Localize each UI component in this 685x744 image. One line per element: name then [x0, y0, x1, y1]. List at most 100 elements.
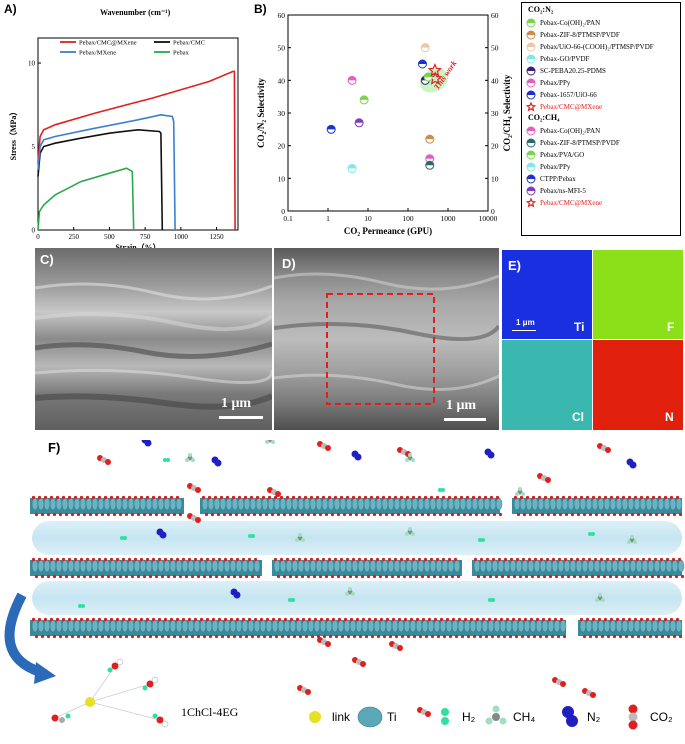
ch4-molecule	[265, 440, 275, 444]
x-tick-label: 0.1	[283, 214, 293, 223]
legend-item-label: SC-PEBA20.25-PDMS	[540, 67, 606, 75]
h2-molecule	[478, 538, 485, 542]
data-point	[425, 154, 435, 164]
eds-map-n: N	[593, 340, 683, 430]
panel-b-axes-frame	[287, 14, 489, 212]
sem-image-c: C) 1 μm	[35, 248, 272, 430]
co2-molecule	[187, 513, 201, 523]
legend-item-label: Pebax/CMC@MXene	[540, 103, 603, 111]
circle-marker-icon	[525, 18, 537, 28]
y-tick-label: 10	[278, 174, 286, 183]
h2-molecule	[288, 598, 295, 602]
ch4-molecule	[345, 587, 355, 596]
series-line-pebax-mxene	[37, 113, 176, 231]
co2-molecule	[537, 473, 551, 483]
co2-molecule	[582, 688, 596, 698]
n2-molecule	[230, 588, 241, 599]
data-point	[526, 90, 536, 100]
chcl-eg-complex	[51, 658, 169, 728]
n2-molecule	[211, 456, 222, 467]
legend-group1-title: CO₂:N₂	[528, 5, 554, 14]
y-tick-label: 40	[278, 76, 286, 85]
h2-molecule	[488, 598, 495, 602]
eds-label-cl: Cl	[572, 410, 584, 424]
co2-molecule	[297, 685, 311, 695]
legend-item: CTPP/Pebax	[525, 173, 677, 185]
y-tick-label: 10	[28, 60, 36, 68]
ch4-molecule	[405, 453, 415, 462]
h2-molecule	[248, 534, 255, 538]
co2-molecule	[317, 637, 331, 647]
link-icon	[309, 711, 321, 723]
complex-label: 1ChCl-4EG	[181, 705, 239, 719]
panel-label-b: B)	[254, 2, 267, 16]
co2-molecule	[397, 447, 411, 457]
x-tick-label: 500	[104, 233, 115, 241]
data-point	[425, 134, 435, 144]
series-line-pebax-cmc-mxene	[37, 70, 236, 231]
eds-map-cl: Cl	[502, 340, 592, 430]
y-tick-label-right: 40	[491, 76, 499, 85]
circle-marker-icon	[525, 66, 537, 76]
h2-molecule	[78, 604, 85, 608]
data-point	[526, 66, 536, 76]
x-tick-label: 100	[402, 214, 414, 223]
co2-molecule	[552, 677, 566, 687]
y-tick-label: 20	[278, 142, 286, 151]
y-tick-label: 5	[32, 143, 36, 151]
schematic-legend-label: H₂	[462, 710, 476, 724]
y-tick-label-right: 60	[491, 11, 499, 20]
mxene-layer-segment	[200, 495, 503, 517]
data-point	[526, 42, 536, 52]
transport-channel-top	[32, 521, 682, 555]
data-point	[423, 72, 433, 82]
h2-molecule	[163, 458, 170, 462]
data-point	[347, 164, 357, 174]
legend-item: Pebax-Co(OH)₂/PAN	[525, 125, 677, 137]
schematic-legend-label: CH₄	[513, 710, 536, 724]
h2-molecule	[120, 536, 127, 540]
scale-bar-c	[219, 416, 263, 419]
schematic-legend-item: H₂	[432, 704, 475, 730]
data-point	[526, 138, 536, 148]
scale-bar-e	[512, 330, 536, 331]
series-line-pebax-cmc	[37, 128, 164, 231]
circle-marker-icon	[525, 138, 537, 148]
circle-marker-icon	[525, 30, 537, 40]
h2-molecule	[588, 532, 595, 536]
mxene-layer-segment	[30, 557, 262, 579]
panel-label-e: E)	[508, 258, 521, 273]
circle-marker-icon	[525, 186, 537, 196]
schematic-legend-label: link	[332, 710, 351, 724]
data-point	[526, 186, 536, 196]
circle-marker-icon	[525, 162, 537, 172]
data-point-star	[526, 102, 536, 112]
legend-item: Pebax-ZIF-8/PTMSP/PVDF	[525, 137, 677, 149]
n-icon	[562, 706, 578, 727]
ch4-molecule	[515, 487, 525, 496]
mxene-layer-segment	[30, 617, 567, 639]
x-tick-label: 1	[326, 214, 330, 223]
y-tick-label-right: 0	[491, 207, 495, 216]
mxene-layer-segment	[578, 617, 683, 639]
mxene-layer-segment	[512, 495, 683, 517]
schematic-legend-label: N₂	[587, 710, 601, 724]
circle-marker-icon	[525, 150, 537, 160]
y-tick-label: 50	[278, 44, 286, 53]
legend-item: Pebax/UiO-66-(COOH)₂/PTMSP/PVDF	[525, 41, 677, 53]
schematic-legend-item: CO₂	[620, 704, 673, 730]
legend-group2-title: CO₂:CH₄	[528, 113, 560, 122]
circle-marker-icon	[525, 54, 537, 64]
legend-item-label: Pebax-GO/PVDF	[540, 55, 590, 63]
zoom-region-box	[326, 293, 435, 405]
panel-a-xlabel: Strain（%）	[115, 242, 160, 252]
co2-molecule	[597, 443, 611, 453]
data-point	[359, 95, 369, 105]
data-point	[526, 174, 536, 184]
legend-item: SC-PEBA20.25-PDMS	[525, 65, 677, 77]
h-icon	[441, 708, 449, 725]
data-point-star	[427, 62, 443, 77]
circle-marker-icon	[525, 78, 537, 88]
schematic-legend-label: Ti	[387, 710, 397, 724]
